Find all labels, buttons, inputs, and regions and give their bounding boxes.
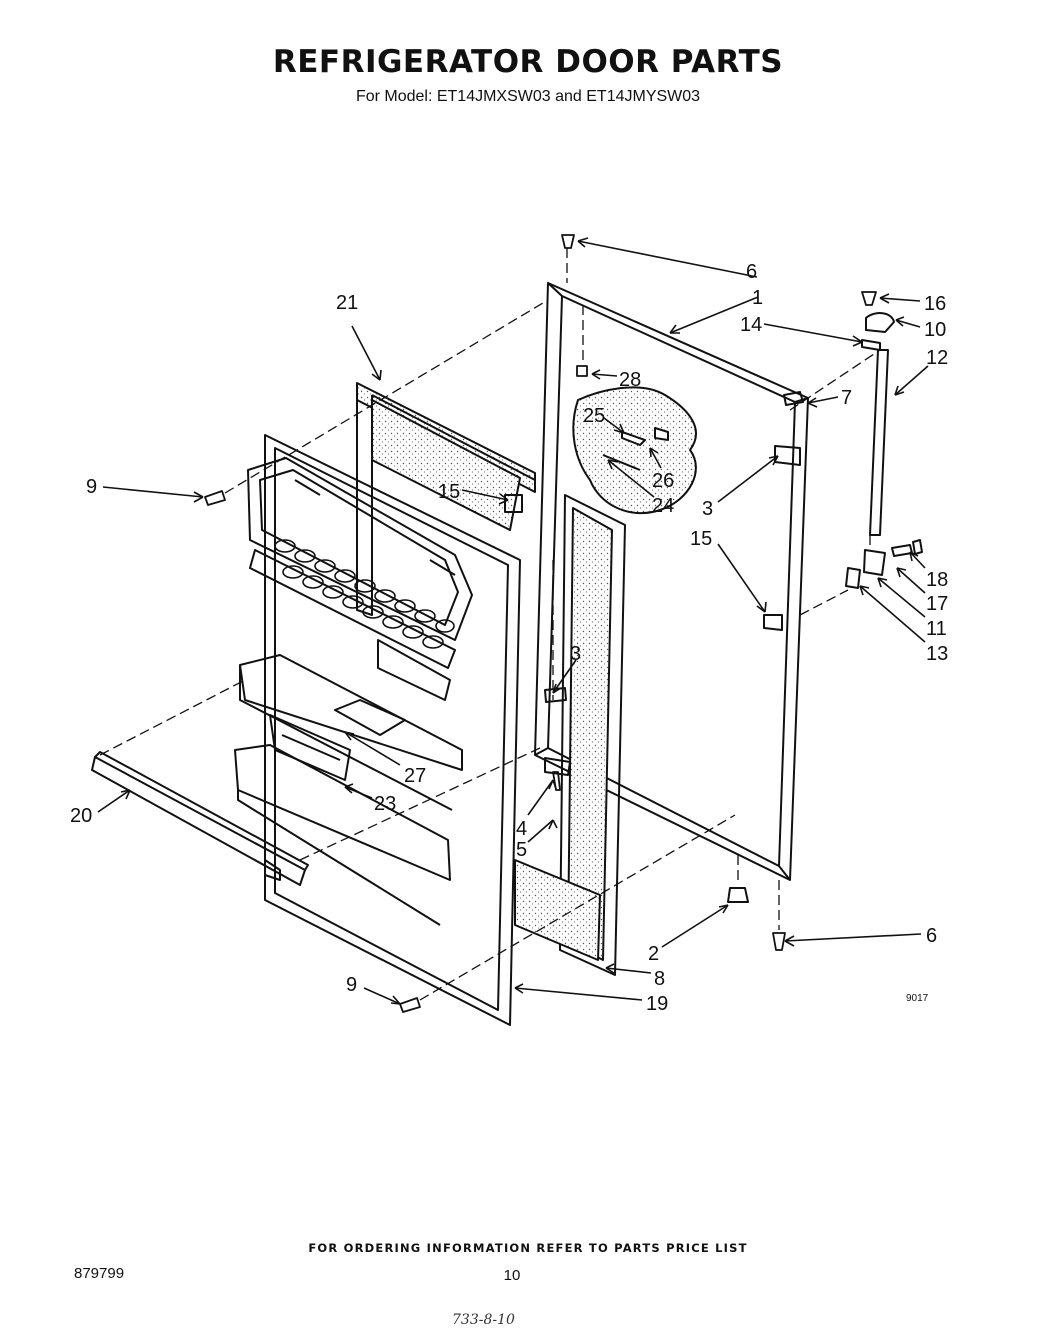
callout-10: 10 <box>924 319 946 341</box>
door-liner <box>234 434 521 1026</box>
callout-5: 5 <box>516 839 527 861</box>
handle-assembly <box>845 312 923 589</box>
callout-8: 8 <box>654 968 665 990</box>
door-gasket <box>356 382 536 616</box>
callout-24: 24 <box>652 495 674 517</box>
callout-16: 16 <box>924 293 946 315</box>
callout-28: 28 <box>619 369 641 391</box>
model-subtitle: For Model: ET14JMXSW03 and ET14JMYSW03 <box>355 88 701 105</box>
callout-14: 14 <box>740 314 762 336</box>
drawing-number: 9017 <box>906 993 929 1004</box>
callout-6-bottom: 6 <box>926 925 937 947</box>
callout-7: 7 <box>841 387 852 409</box>
callout-20: 20 <box>70 805 92 827</box>
leader-lines <box>97 237 929 1005</box>
callout-21: 21 <box>336 292 358 314</box>
callout-19: 19 <box>646 993 668 1015</box>
document-number: 879799 <box>74 1265 125 1282</box>
egg-cups <box>274 539 455 649</box>
callout-3-center: 3 <box>570 643 581 665</box>
callout-1: 1 <box>752 287 763 309</box>
callout-15-left: 15 <box>438 481 460 503</box>
door-shelf-bar <box>91 751 309 886</box>
page-title: REFRIGERATOR DOOR PARTS <box>272 44 784 80</box>
callout-12: 12 <box>926 347 948 369</box>
callout-6-top: 6 <box>746 261 757 283</box>
callout-18: 18 <box>926 569 948 591</box>
callout-labels: 6 1 16 14 10 21 12 28 7 25 26 9 15 24 3 … <box>70 261 948 1015</box>
callout-15-right: 15 <box>690 528 712 550</box>
insulation-panel <box>514 494 626 976</box>
handwritten-note: 733-8-10 <box>452 1312 515 1328</box>
callout-2: 2 <box>648 943 659 965</box>
callout-27: 27 <box>404 765 426 787</box>
callout-13: 13 <box>926 643 948 665</box>
callout-9-top: 9 <box>86 476 97 498</box>
callout-9-bottom: 9 <box>346 974 357 996</box>
page-number: 10 <box>503 1267 521 1284</box>
callout-11: 11 <box>926 618 947 640</box>
callout-23: 23 <box>374 793 396 815</box>
callout-4: 4 <box>516 818 527 840</box>
callout-26: 26 <box>652 470 674 492</box>
callout-3-right: 3 <box>702 498 713 520</box>
callout-25: 25 <box>583 405 605 427</box>
assembly-lines <box>99 248 881 1001</box>
callout-17: 17 <box>926 593 948 615</box>
ordering-note: FOR ORDERING INFORMATION REFER TO PARTS … <box>308 1241 748 1255</box>
